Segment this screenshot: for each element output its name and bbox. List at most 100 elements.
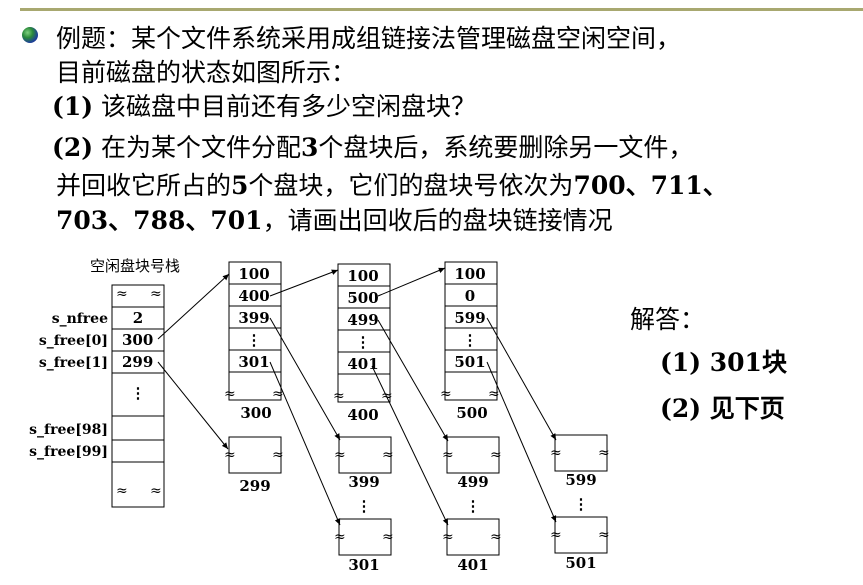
small-block-599-box [554,434,608,472]
wave-icon: ≈ [382,447,394,463]
line-5-text-a: 并回收它所占的 [56,171,232,200]
small-block-number: 401 [457,556,488,574]
label-s-nfree: s_nfree [52,311,108,327]
group-500-cell: ⋮ [463,331,478,349]
part-2-text-b: 个盘块后，系统要删除另一文件， [318,133,694,162]
wave-icon: ≈ [272,447,284,463]
group-500-cell: 599 [454,309,485,327]
wave-icon: ≈ [334,447,346,463]
group-block-300-box [228,261,282,401]
line-5-block-numbers: 700、711、 [573,171,728,200]
line-5-text-b: 个盘块，它们的盘块号依次为 [248,171,574,200]
stack-title: 空闲盘块号栈 [90,257,180,275]
small-block-dots: ⋮ [466,497,481,515]
small-block-dots: ⋮ [357,497,372,515]
small-block-number: 299 [239,477,270,495]
small-block-499-box [446,436,500,474]
part-2-label: (2) [52,133,94,162]
stack-value-free-1: 299 [122,353,153,371]
wave-icon: ≈ [598,445,610,461]
wave-icon: ≈ [224,447,236,463]
line-5-number: 5 [231,171,249,200]
wave-icon: ≈ [150,286,162,302]
wave-icon: ≈ [442,529,454,545]
wave-icon: ≈ [334,529,346,545]
arrow-500 [377,267,446,297]
stack-value-free-0: 300 [122,331,153,349]
small-block-number: 599 [565,471,596,489]
wave-icon: ≈ [488,386,500,402]
group-300-cell: 301 [238,353,269,371]
group-400-block-number: 400 [347,406,378,424]
part-1-label: (1) [52,92,94,121]
wave-icon: ≈ [272,386,284,402]
group-500-cell: 100 [454,265,485,283]
group-300-block-number: 300 [240,404,271,422]
stack-dots: ⋮ [131,384,146,402]
small-block-number: 301 [348,556,379,574]
group-400-cell: 401 [347,355,378,373]
wave-icon: ≈ [490,529,502,545]
line-6-block-numbers: 703、788、701 [56,206,263,235]
group-block-500-box [444,261,498,401]
small-block-299-box [228,436,282,474]
group-500-cell: 0 [465,287,475,305]
question-line-6: 703、788、701，请画出回收后的盘块链接情况 [56,204,613,238]
group-400-cell: ⋮ [356,333,371,351]
small-block-number: 501 [565,554,596,572]
wave-icon: ≈ [550,445,562,461]
arrow-299 [157,361,229,450]
top-rule [20,8,863,11]
part-2-text-a: 在为某个文件分配 [93,133,302,162]
arrow-301 [269,361,341,526]
arrow-499 [377,319,449,442]
small-block-number: 499 [457,473,488,491]
label-s-free-1: s_free[1] [39,355,108,371]
arrow-501 [486,361,557,523]
group-400-cell: 500 [347,289,378,307]
wave-icon: ≈ [224,386,236,402]
stack-value-nfree: 2 [133,309,143,327]
small-block-301-box [338,518,392,556]
group-300-cell: ⋮ [247,331,262,349]
wave-icon: ≈ [442,447,454,463]
question-line-2: 目前磁盘的状态如图所示： [56,58,357,87]
question-part-1: (1) 该磁盘中目前还有多少空闲盘块？ [52,90,476,124]
group-500-block-number: 500 [456,404,487,422]
label-s-free-99: s_free[99] [29,444,108,460]
group-500-cell: 501 [454,353,485,371]
question-line-1: 例题：某个文件系统采用成组链接法管理磁盘空闲空间， [56,24,682,53]
small-block-501-box [554,516,608,554]
wave-icon: ≈ [440,386,452,402]
part-1-text: 该磁盘中目前还有多少空闲盘块？ [93,92,477,121]
label-s-free-0: s_free[0] [39,333,108,349]
answer-title: 解答： [630,305,706,334]
wave-icon: ≈ [333,388,345,404]
group-300-cell: 100 [238,265,269,283]
globe-bullet-icon [22,27,38,43]
wave-icon: ≈ [116,286,128,302]
arrow-599 [486,317,557,441]
arrow-400 [269,269,339,297]
line-6-text: ，请画出回收后的盘块链接情况 [262,206,613,235]
wave-icon: ≈ [490,447,502,463]
small-block-401-box [446,518,500,556]
part-2-number: 3 [301,133,319,162]
wave-icon: ≈ [116,483,128,499]
answer-2: (2) 见下页 [660,394,785,423]
wave-icon: ≈ [382,529,394,545]
wave-icon: ≈ [550,527,562,543]
group-400-cell: 100 [347,267,378,285]
arrow-399 [269,317,341,441]
label-s-free-98: s_free[98] [29,422,108,438]
group-block-400-box [337,263,391,403]
small-block-dots: ⋮ [574,495,589,513]
group-300-cell: 399 [238,309,269,327]
small-block-399-box [338,436,392,474]
group-400-cell: 499 [347,311,378,329]
question-line-5: 并回收它所占的5个盘块，它们的盘块号依次为700、711、 [56,169,728,203]
stack-box [111,284,165,508]
group-300-cell: 400 [238,287,269,305]
arrow-300 [157,273,230,340]
